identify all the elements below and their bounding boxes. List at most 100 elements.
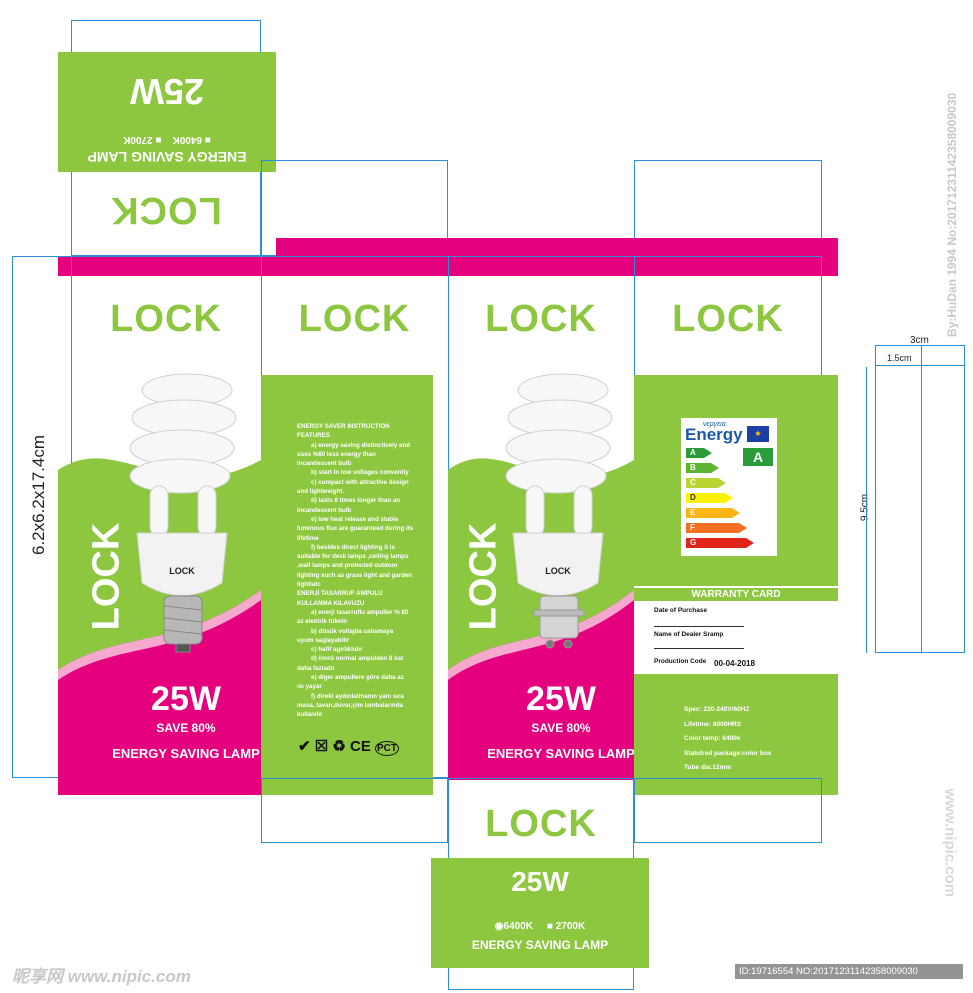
bulb-bayonet-image: LOCK bbox=[505, 373, 613, 649]
instructions-text: ENERGY SAVER INSTRUCTION FEATURES a) ene… bbox=[297, 422, 422, 720]
date-field[interactable] bbox=[654, 626, 744, 627]
watermark-right-wrap: By:HuDan 1994 No:20171231142358009030 bbox=[942, 10, 962, 340]
instr-line: a) energy saving distinctively and bbox=[311, 441, 411, 449]
weee-bin-icon: ☒ bbox=[314, 738, 329, 755]
dealer-field[interactable] bbox=[654, 648, 744, 649]
top-flap-brand: LOCK bbox=[110, 189, 222, 231]
panel1-wattage: 25W bbox=[151, 680, 221, 718]
top-flap-panel bbox=[58, 52, 276, 172]
panel3-save: SAVE 80% bbox=[531, 721, 591, 735]
spec-line: Tube dia:12mm bbox=[684, 764, 732, 771]
instr-line: ,wall lamps and protected outdoor bbox=[297, 562, 398, 570]
spec-line: Color temp: 6400k bbox=[684, 735, 741, 742]
instr-line: incandescent bulb bbox=[297, 460, 352, 468]
bottom-flap-product: ENERGY SAVING LAMP bbox=[471, 938, 609, 952]
size-label-text: 6.2x6.2x17.4cm bbox=[29, 435, 48, 556]
instr-line: d) ömrü normal ampulden 8 kat bbox=[311, 655, 404, 663]
cert-icons: ✔ ☒ ♻ CE PCT bbox=[298, 737, 418, 757]
dealer-label: Name of Dealer Sramp bbox=[654, 631, 724, 638]
dim-height: 9.5cm bbox=[859, 493, 871, 522]
energy-rating: A bbox=[743, 448, 773, 466]
ce-icon: CE bbox=[350, 738, 371, 755]
watermark-bottom: ID:19716554 NO:20171231142358009030 bbox=[735, 964, 963, 979]
bottom-option-2700k: 2700K bbox=[555, 921, 586, 932]
check-icon: ✔ bbox=[298, 738, 311, 755]
instr-line: d) lasts 8 times longer than an bbox=[311, 497, 401, 505]
energy-bar-g: G bbox=[686, 538, 754, 548]
dim-box-outer bbox=[875, 345, 965, 653]
warranty-title: WARRANTY CARD bbox=[634, 588, 838, 601]
instr-line: FEATURES bbox=[297, 432, 330, 440]
instr-line: b) düsük voltajda calısmaya bbox=[311, 627, 394, 635]
spec-line: Spec: 220-240V/60HZ bbox=[684, 706, 750, 713]
instr-line: b) start in low voltages convently bbox=[311, 469, 409, 477]
bulb-screw-image: LOCK bbox=[129, 373, 237, 653]
code-value: 00-04-2018 bbox=[714, 659, 755, 668]
specs-list: Spec: 220-240V/60HZ Lifetime: 8000HRS Co… bbox=[684, 703, 824, 776]
panel3-wattage: 25W bbox=[526, 680, 596, 718]
dim-width: 3cm bbox=[910, 335, 929, 346]
instr-line: f) besides direct lighting it is bbox=[311, 543, 395, 551]
panel1-product: ENERGY SAVING LAMP bbox=[112, 746, 260, 761]
instr-line: az elektrik tüketir bbox=[297, 618, 348, 626]
bottom-flap-brand: LOCK bbox=[485, 803, 597, 845]
bottom-option-6400k: 6400K bbox=[503, 921, 533, 932]
option-6400k-checkbox[interactable]: ■ bbox=[202, 134, 211, 145]
instr-line: suitable for desk lamps ,ceiling lamps bbox=[297, 553, 409, 561]
spec-line: Lifetime: 8000HRS bbox=[684, 720, 742, 728]
energy-small: νεργεια bbox=[703, 421, 726, 428]
watermark-right: By:HuDan 1994 No:20171231142358009030 bbox=[945, 92, 959, 337]
spec-line: Stabdred package:color box bbox=[684, 749, 772, 757]
panel1-save: SAVE 80% bbox=[156, 721, 216, 735]
instr-line: e) low heat release and stable bbox=[311, 515, 399, 523]
energy-bar-f: F bbox=[686, 523, 747, 533]
instr-line: ENERJİ TASARRUF AMPULU bbox=[297, 590, 383, 598]
top-flap-options: ■ 6400K ■ 2700K bbox=[58, 134, 276, 145]
bottom-flap-options: ◉6400K ■ 2700K bbox=[431, 921, 649, 932]
instr-line: a) enerji tasarruflu ampuller % 80 bbox=[311, 608, 409, 616]
instr-line: incandescent bulb bbox=[297, 506, 352, 514]
bulb-logo: LOCK bbox=[169, 566, 195, 576]
instr-line: f) direkt aydınlatmanın yanı sıra bbox=[311, 692, 404, 700]
top-flap-content: ENERGY SAVING LAMP ■ 6400K ■ 2700K 25W bbox=[58, 52, 276, 172]
dim-height-wrap: 9.5cm bbox=[855, 480, 875, 540]
watermark-site-right-wrap: www.nipic.com bbox=[940, 788, 960, 980]
option-2700k: 2700K bbox=[123, 134, 153, 145]
instr-line: e) diger ampullere göre daha az bbox=[311, 674, 404, 682]
energy-title: Energy bbox=[685, 425, 743, 444]
bottom-option-2700k-checkbox[interactable]: ■ bbox=[546, 921, 556, 932]
panel2-green bbox=[261, 375, 433, 795]
bulb-logo-3: LOCK bbox=[545, 566, 571, 576]
panel3-product: ENERGY SAVING LAMP bbox=[487, 746, 635, 761]
bottom-option-6400k-checkbox[interactable]: ◉ bbox=[494, 921, 504, 932]
panel1-size-label: 6.2x6.2x17.4cm bbox=[14, 420, 64, 580]
dim-fold-1 bbox=[921, 345, 922, 653]
code-label: Production Code bbox=[654, 658, 707, 665]
bottom-flap-panel bbox=[431, 858, 649, 968]
top-flap-wattage: 25W bbox=[129, 71, 205, 112]
instr-line: ısı yayar bbox=[297, 683, 322, 691]
dim-top-line bbox=[875, 365, 965, 366]
option-2700k-checkbox[interactable]: ■ bbox=[152, 134, 162, 145]
dim-height-line bbox=[866, 367, 867, 653]
instr-line: and lightweight. bbox=[297, 488, 345, 496]
eu-flag-icon: ★ bbox=[747, 426, 769, 442]
dim-half-width: 1.5cm bbox=[887, 353, 912, 363]
instr-line: lifetime bbox=[297, 534, 319, 542]
instr-line: kullanılır bbox=[297, 711, 323, 719]
instr-line: c) hafif agırlıklıdır bbox=[311, 646, 363, 654]
bottom-flap-wattage: 25W bbox=[511, 866, 569, 897]
option-6400k: 6400K bbox=[172, 134, 203, 145]
recycle-icon: ♻ bbox=[332, 738, 346, 755]
panel1-brand: LOCK bbox=[110, 298, 222, 340]
instr-line: lighting such as grass light and garden bbox=[297, 571, 413, 579]
instr-line: luminous flux are guaranteed during its bbox=[297, 525, 414, 533]
watermark-site-right: www.nipic.com bbox=[941, 788, 959, 898]
instr-line: daha fazladır bbox=[297, 664, 335, 672]
energy-bar-a: A bbox=[686, 448, 712, 458]
bottom-flap-left-dieline bbox=[261, 778, 448, 843]
instr-line: uyum saglayabilir bbox=[297, 636, 350, 644]
energy-bar-e: E bbox=[686, 508, 740, 518]
watermark-site-left: 昵享网 www.nipic.com bbox=[12, 967, 191, 986]
top-flap-product: ENERGY SAVING LAMP bbox=[87, 149, 247, 165]
